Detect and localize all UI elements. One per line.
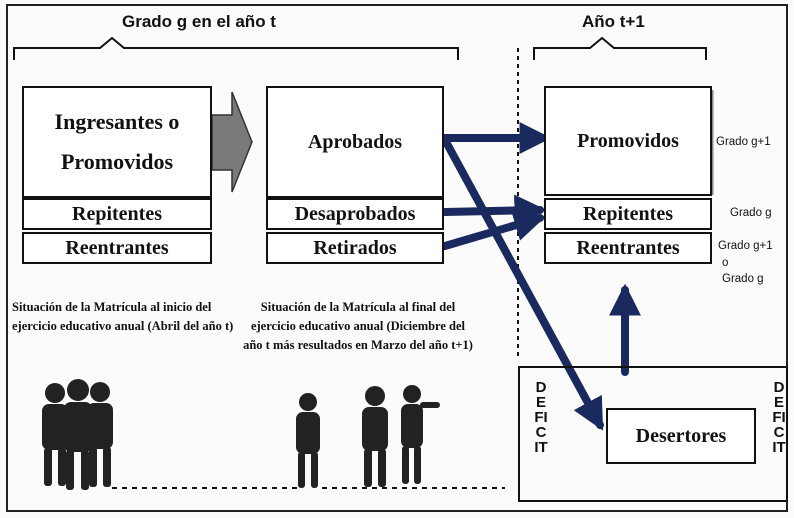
student-figure-icon [296, 393, 320, 488]
box-desertores: Desertores [606, 408, 756, 464]
student-figure-icon [362, 386, 388, 487]
student-figure-waving-icon [401, 385, 440, 484]
block-arrow-icon [211, 91, 253, 193]
box-reentrantes-start-label: Reentrantes [65, 236, 169, 259]
box-desertores-label: Desertores [635, 424, 727, 447]
box-repitentes-start: Repitentes [22, 198, 212, 230]
arrow-aprobados-desertores [441, 136, 604, 431]
box-desaprobados: Desaprobados [266, 198, 444, 230]
box-reentrantes-next: Reentrantes [544, 232, 712, 264]
box-desaprobados-label: Desaprobados [294, 202, 416, 225]
deficit-panel [518, 366, 788, 502]
student-figure-icon [64, 379, 92, 490]
grade-label-reentrantes-1: Grado g+1 [718, 240, 773, 252]
header-year-t: Grado g en el año t [122, 12, 276, 31]
arrow-desaprobados-repitentes [441, 194, 547, 227]
grade-label-promovidos: Grado g+1 [716, 136, 771, 148]
flow-arrows [441, 122, 641, 431]
box-promovidos: Promovidos [544, 86, 712, 196]
box-repitentes-next-label: Repitentes [583, 202, 673, 225]
diagram-frame [6, 4, 788, 512]
deficit-left-label: DEFICIT [534, 379, 548, 456]
box-ingresantes: Ingresantes o Promovidos [22, 86, 212, 198]
bracket-year-t1 [533, 36, 707, 60]
box-reentrantes-next-label: Reentrantes [576, 236, 680, 259]
box-repitentes-next: Repitentes [544, 198, 712, 230]
box-reentrantes-start: Reentrantes [22, 232, 212, 264]
box-retirados: Retirados [266, 232, 444, 264]
box-ingresantes-label: Ingresantes o Promovidos [54, 109, 180, 174]
caption-start: Situación de la Matrícula al inicio del … [12, 300, 234, 333]
student-figure-icon [87, 382, 113, 487]
bracket-year-t [13, 36, 459, 60]
box-promovidos-label: Promovidos [577, 129, 679, 152]
grade-label-repitentes: Grado g [730, 207, 772, 219]
grade-label-reentrantes-2: o [722, 257, 729, 269]
box-aprobados: Aprobados [266, 86, 444, 198]
box-aprobados-label: Aprobados [307, 130, 403, 153]
student-figures-group [42, 379, 440, 490]
box-retirados-label: Retirados [313, 236, 397, 259]
caption-end: Situación de la Matrícula al final del e… [243, 300, 473, 352]
box-repitentes-start-label: Repitentes [72, 202, 162, 225]
deficit-right-label: DEFICIT [772, 379, 786, 456]
grade-label-reentrantes-3: Grado g [722, 273, 764, 285]
student-figure-icon [42, 383, 68, 486]
header-year-t1: Año t+1 [582, 12, 645, 31]
